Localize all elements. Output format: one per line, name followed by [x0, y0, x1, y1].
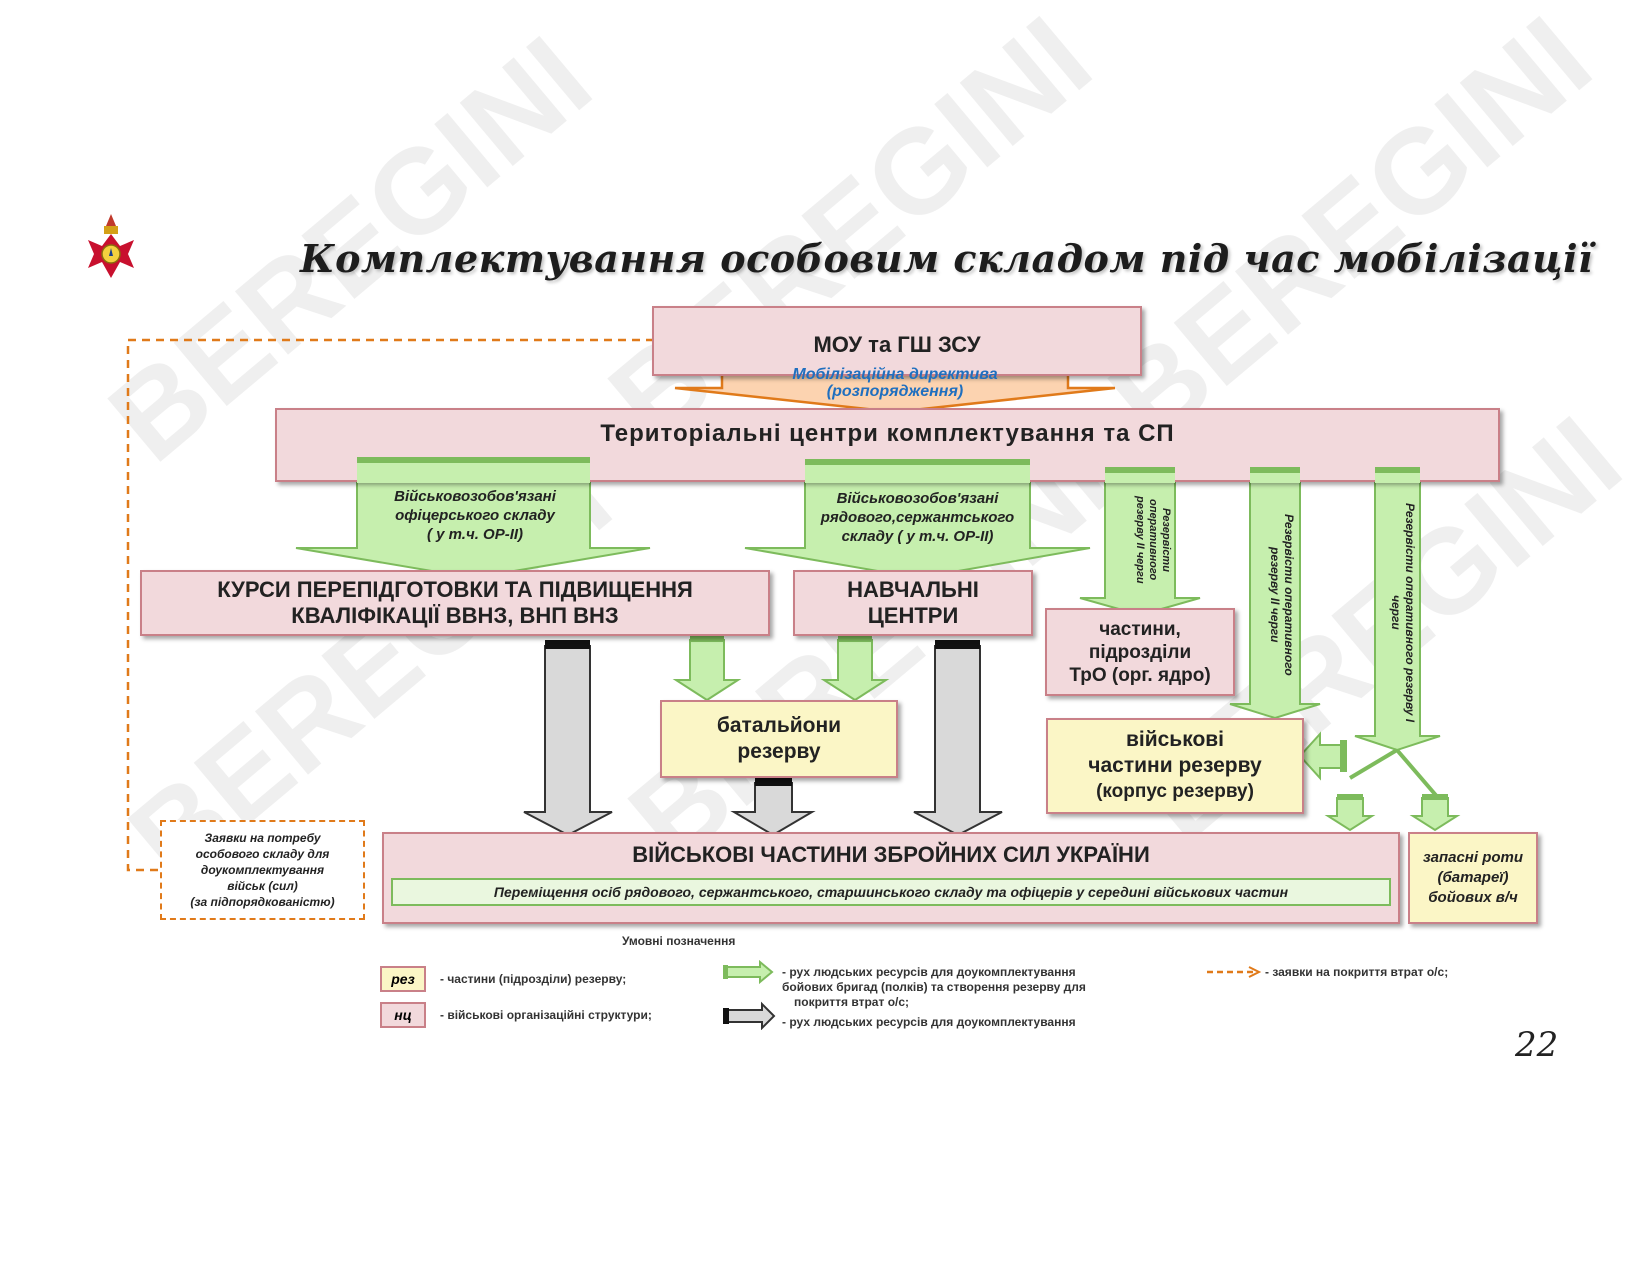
officers-arrow-label: Військовозобов'язані офіцерського складу… [350, 484, 600, 546]
green-arrow-to-spare [1409, 797, 1461, 832]
ranks-arrow-label: Військовозобов'язані рядового,сержантськ… [795, 486, 1040, 548]
legend-arrow-icons [723, 960, 776, 1030]
tro-line: підрозділи [1088, 641, 1192, 663]
legend-rez-text: - частини (підрозділи) резерву; [440, 972, 627, 986]
request-dashed-line [126, 340, 680, 872]
legend-green-text: - рух людських ресурсів для доукомплекту… [782, 965, 1086, 1010]
spare-companies-box: запасні роти (батареї) бойових в/ч [1408, 832, 1538, 924]
requests-line: особового складу для [195, 847, 330, 861]
page-number: 22 [1515, 1025, 1559, 1065]
tro-line: частини, [1099, 618, 1181, 640]
legend-orange-dashed-icon [1207, 966, 1262, 978]
split-line [1348, 748, 1399, 780]
requests-box: Заявки на потребу особового складу для д… [160, 820, 365, 920]
tro-units-box: частини, підрозділи ТрО (орг. ядро) [1045, 608, 1235, 696]
training-line: ЦЕНТРИ [867, 603, 959, 628]
afu-internal-movement: Переміщення осіб рядового, сержантського… [391, 878, 1391, 906]
arrow-label-line: Військовозобов'язані [394, 487, 556, 505]
legend-heading: Умовні позначення [622, 934, 736, 948]
gray-arrow-training [913, 645, 1003, 837]
directive-label: Мобілізаційна директива (розпорядження) [725, 362, 1065, 404]
legend-rez-tag: рез [380, 966, 426, 992]
requests-line: (за підпорядкованістю) [190, 895, 335, 909]
training-centers-box: НАВЧАЛЬНІ ЦЕНТРИ [793, 570, 1033, 636]
reserve2b-arrow-label: Резервісти оперативного резерву ІІ черги [1268, 514, 1296, 676]
requests-line: доукомплектування [200, 863, 325, 877]
spare-line: (батареї) [1437, 869, 1509, 886]
courses-line: КВАЛІФІКАЦІЇ ВВНЗ, ВНП ВНЗ [291, 603, 619, 628]
arrow-label-line: складу ( у т.ч. ОР-ІІ) [841, 527, 994, 545]
reserve-units-line: військові [1125, 728, 1225, 751]
tro-line: ТрО (орг. ядро) [1069, 664, 1211, 686]
cross-emblem-icon [82, 212, 140, 282]
legend-line: покриття втрат о/с; [794, 995, 910, 1009]
reserve2b-green-arrow [1229, 471, 1321, 720]
gray-arrow-battalions [730, 782, 816, 837]
green-arrow-to-battalions [820, 639, 890, 702]
arrow-label-line: офіцерського складу [395, 506, 555, 524]
gray-arrow-courses [523, 645, 613, 837]
spare-line: бойових в/ч [1428, 889, 1518, 906]
legend-orange-text: - заявки на покриття втрат о/с; [1265, 965, 1449, 979]
split-line [1395, 748, 1442, 802]
green-arrow-to-battalions [672, 639, 742, 702]
green-arrow-to-afu [1324, 797, 1376, 832]
directive-line: (розпорядження) [826, 383, 964, 400]
reserve-units-line: (корпус резерву) [1096, 781, 1254, 802]
reserve-units-box: військові частини резерву (корпус резерв… [1046, 718, 1304, 814]
reserve-units-line: частини резерву [1088, 754, 1262, 777]
arrow-label-line: ( у т.ч. ОР-ІІ) [426, 525, 524, 543]
legend-gray-arrow-icon [727, 1001, 776, 1030]
legend-nc-tag: нц [380, 1002, 426, 1028]
arrow-label-line: рядового,сержантського [820, 508, 1015, 526]
reserve2-green-arrow [1079, 471, 1201, 617]
legend-line: - рух людських ресурсів для доукомплекту… [782, 965, 1076, 979]
reserve1-arrow-label: Резервісти оперативного резерву І черги [1389, 502, 1417, 723]
battalions-line: батальйони [716, 714, 842, 737]
afu-title: ВІЙСЬКОВІ ЧАСТИНИ ЗБРОЙНИХ СИЛ УКРАЇНИ [632, 842, 1150, 867]
courses-box: КУРСИ ПЕРЕПІДГОТОВКИ ТА ПІДВИЩЕННЯ КВАЛІ… [140, 570, 770, 636]
legend-nc-text: - військові організаційні структури; [440, 1008, 652, 1022]
spare-line: запасні роти [1422, 849, 1524, 866]
legend-gray-text: - рух людських ресурсів для доукомплекту… [782, 1015, 1076, 1029]
requests-line: військ (сил) [227, 879, 298, 893]
legend-green-arrow-icon [725, 960, 774, 985]
reserve2-arrow-label: Резервісти оперативного резерву ІІ черги [1134, 496, 1172, 584]
requests-line: Заявки на потребу [204, 831, 321, 845]
afu-units-box: ВІЙСЬКОВІ ЧАСТИНИ ЗБРОЙНИХ СИЛ УКРАЇНИ П… [382, 832, 1400, 924]
legend-line: бойових бригад (полків) та створення рез… [782, 980, 1086, 994]
courses-line: КУРСИ ПЕРЕПІДГОТОВКИ ТА ПІДВИЩЕННЯ [217, 577, 693, 602]
battalions-line: резерву [737, 740, 821, 763]
page-title: Комплектування особовим складом під час … [300, 236, 1593, 281]
arrow-label-line: Військовозобов'язані [836, 489, 999, 507]
mou-gsh-box: МОУ та ГШ ЗСУ [652, 306, 1142, 376]
training-line: НАВЧАЛЬНІ [847, 577, 979, 602]
reserve-battalions-box: батальйони резерву [660, 700, 898, 778]
reserve1-green-arrow [1354, 471, 1441, 752]
directive-line: Мобілізаційна директива [792, 366, 998, 383]
